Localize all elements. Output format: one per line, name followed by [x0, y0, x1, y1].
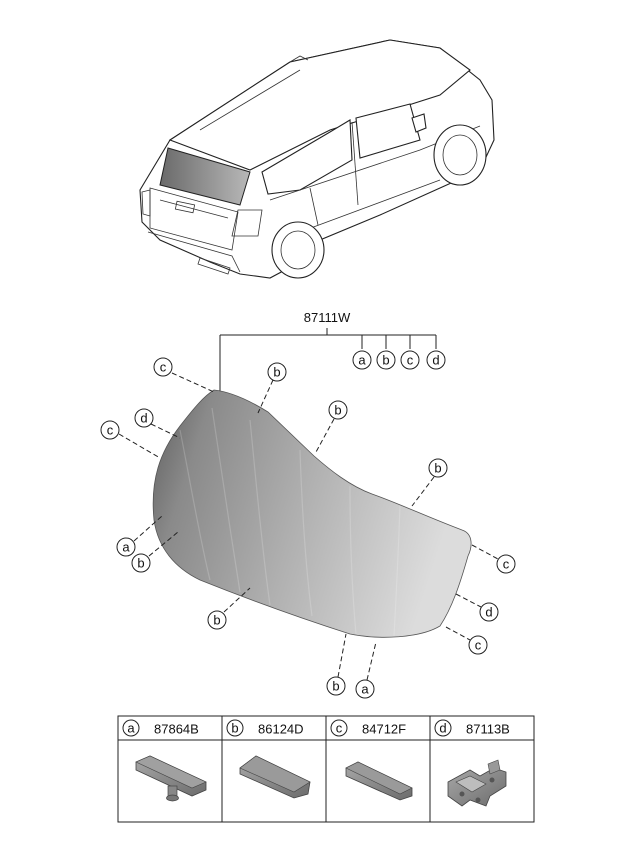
table-letter-d: d — [439, 721, 446, 736]
sub-ref-d: d — [432, 353, 439, 368]
callout-c-left: c — [107, 423, 114, 438]
part-c-illustration — [345, 761, 413, 801]
callout-c-bottom-right: c — [475, 638, 482, 653]
callout-a-bottom: a — [361, 682, 369, 697]
callouts: c b d c b b a b c d — [100, 357, 516, 699]
part-a-illustration — [135, 755, 207, 802]
callout-c-top: c — [160, 360, 167, 375]
main-part-sub-refs: a b c d — [352, 350, 446, 370]
part-d-illustration — [447, 759, 507, 807]
table-letter-a: a — [127, 721, 135, 736]
callout-b-mid: b — [334, 403, 341, 418]
callout-b-bottom-left: b — [213, 613, 220, 628]
callout-a-left: a — [122, 540, 130, 555]
main-part-bracket — [219, 328, 437, 392]
table-letter-b: b — [231, 721, 238, 736]
parts-table-header-c: c 84712F — [330, 719, 406, 737]
main-part-number: 87111W — [304, 310, 351, 325]
callout-d-left: d — [140, 411, 147, 426]
callout-d-right: d — [485, 605, 492, 620]
table-letter-c: c — [336, 721, 343, 736]
sub-ref-c: c — [407, 353, 414, 368]
vehicle-rear-glass — [159, 147, 251, 206]
callout-b-right: b — [434, 461, 441, 476]
glass-shading-bands — [179, 407, 401, 637]
part-b-illustration — [239, 755, 311, 799]
vehicle-illustration — [139, 39, 495, 279]
callout-b-bottom: b — [332, 679, 339, 694]
tailgate-glass-part — [152, 389, 472, 638]
table-part-number-b: 86124D — [258, 722, 304, 737]
table-part-number-d: 87113B — [466, 722, 510, 737]
callout-b-left: b — [137, 556, 144, 571]
parts-table-header-a: a 87864B — [122, 719, 199, 737]
callout-c-right: c — [503, 557, 510, 572]
parts-table-header-b: b 86124D — [226, 719, 304, 737]
table-part-number-c: 84712F — [362, 722, 406, 737]
callout-b-top: b — [273, 365, 280, 380]
parts-table-header-d: d 87113B — [434, 719, 510, 737]
table-part-number-a: 87864B — [154, 722, 199, 737]
sub-ref-b: b — [382, 353, 389, 368]
parts-table: a 87864B b 86124D c 84712F d 87113B — [117, 715, 535, 823]
sub-ref-a: a — [358, 353, 366, 368]
